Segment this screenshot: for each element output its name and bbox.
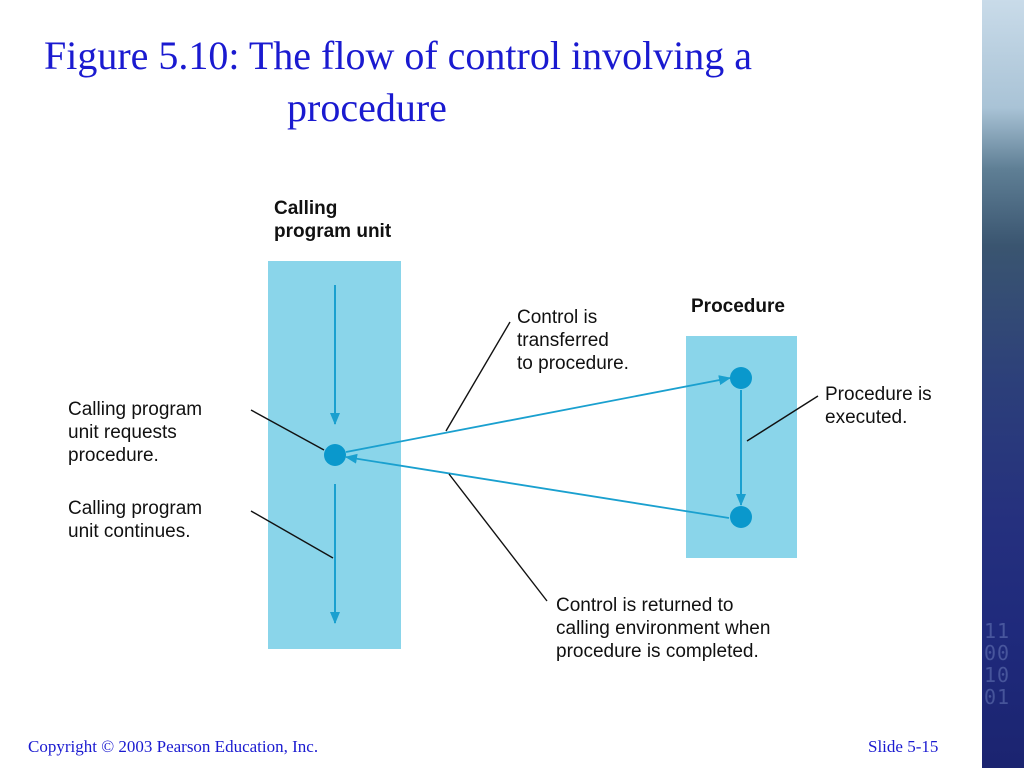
calling-program-unit-label: Calling program unit	[274, 198, 392, 242]
annotation-requests: Calling program unit requests procedure.	[68, 399, 203, 466]
slide-title-line1: Figure 5.10: The flow of control involvi…	[44, 33, 753, 78]
copyright-footer: Copyright © 2003 Pearson Education, Inc.	[28, 737, 319, 756]
control-flow-diagram	[250, 261, 819, 649]
procedure-exit-node	[730, 506, 752, 528]
leader-executed	[746, 395, 819, 442]
slide-title: Figure 5.10: The flow of control involvi…	[44, 30, 964, 134]
leader-requests	[250, 409, 325, 451]
slide-title-line2: procedure	[287, 85, 447, 130]
procedure-entry-node	[730, 367, 752, 389]
annotation-executed: Procedure is executed.	[825, 384, 932, 428]
call-point-node	[324, 444, 346, 466]
leader-continues	[250, 510, 334, 559]
transfer-to-procedure-arrow	[345, 375, 731, 453]
leader-returned	[448, 473, 548, 602]
slide-number: Slide 5-15	[868, 737, 939, 756]
annotation-transferred: Control is transferred to procedure.	[517, 307, 629, 374]
procedure-label: Procedure	[691, 296, 785, 317]
annotation-continues: Calling program unit continues.	[68, 498, 203, 542]
return-to-caller-arrow	[345, 453, 730, 519]
leader-transferred	[445, 321, 511, 432]
annotation-returned: Control is returned to calling environme…	[556, 595, 771, 662]
